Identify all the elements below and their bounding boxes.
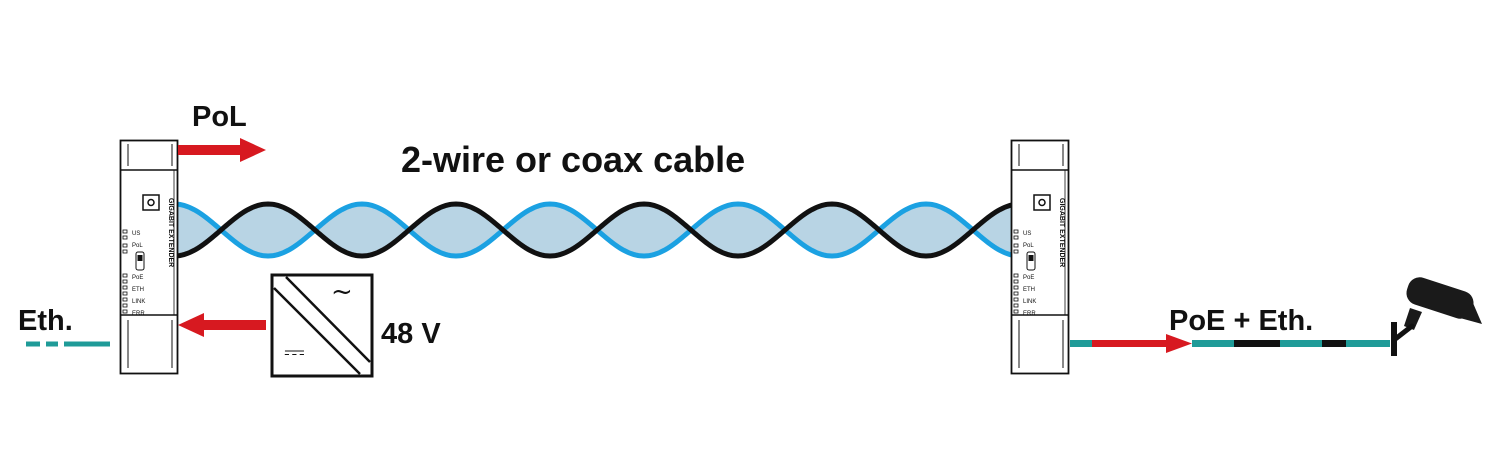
right-led-poe: PoE bbox=[1023, 275, 1034, 281]
poe-eth-cable bbox=[1070, 334, 1390, 353]
twisted-pair-cable bbox=[173, 201, 1013, 259]
vendor-logo-dot-icon bbox=[1038, 198, 1046, 207]
power-supply-icon bbox=[270, 273, 374, 378]
left-led-us: US bbox=[132, 231, 140, 237]
right-device-name: GIGABIT EXTENDER bbox=[1058, 198, 1065, 267]
power-feed-arrow bbox=[178, 313, 266, 337]
vendor-logo-icon bbox=[142, 194, 160, 211]
voltage-label: 48 V bbox=[381, 318, 441, 350]
cable-fill bbox=[174, 204, 1012, 256]
camera-icon bbox=[1394, 274, 1482, 356]
cable-label: 2-wire or coax cable bbox=[401, 139, 745, 180]
ac-symbol: ~ bbox=[331, 277, 353, 307]
left-led-err: ERR bbox=[132, 311, 145, 317]
left-extender: GIGABIT EXTENDER US PoL PoE ETH LINK ERR bbox=[119, 139, 179, 375]
dc-symbol: ⎓ bbox=[284, 337, 305, 367]
left-led-poe: PoE bbox=[132, 275, 143, 281]
left-led-pol: PoL bbox=[132, 243, 143, 249]
right-extender: GIGABIT EXTENDER US PoL PoE ETH LINK ERR bbox=[1010, 139, 1070, 375]
left-device-name: GIGABIT EXTENDER bbox=[167, 198, 174, 267]
right-led-us: US bbox=[1023, 231, 1031, 237]
poe-eth-label: PoE + Eth. bbox=[1169, 305, 1313, 337]
right-led-err: ERR bbox=[1023, 311, 1036, 317]
right-led-pol: PoL bbox=[1023, 243, 1034, 249]
pol-label: PoL bbox=[192, 101, 247, 133]
vendor-logo-icon bbox=[1033, 194, 1051, 211]
right-led-eth: ETH bbox=[1023, 287, 1035, 293]
black-wire bbox=[173, 201, 1013, 259]
eth-label: Eth. bbox=[18, 305, 73, 337]
vendor-logo-dot-icon bbox=[147, 198, 155, 207]
pol-arrow bbox=[178, 138, 266, 162]
left-led-eth: ETH bbox=[132, 287, 144, 293]
left-led-link: LINK bbox=[132, 299, 145, 305]
right-led-link: LINK bbox=[1023, 299, 1036, 305]
